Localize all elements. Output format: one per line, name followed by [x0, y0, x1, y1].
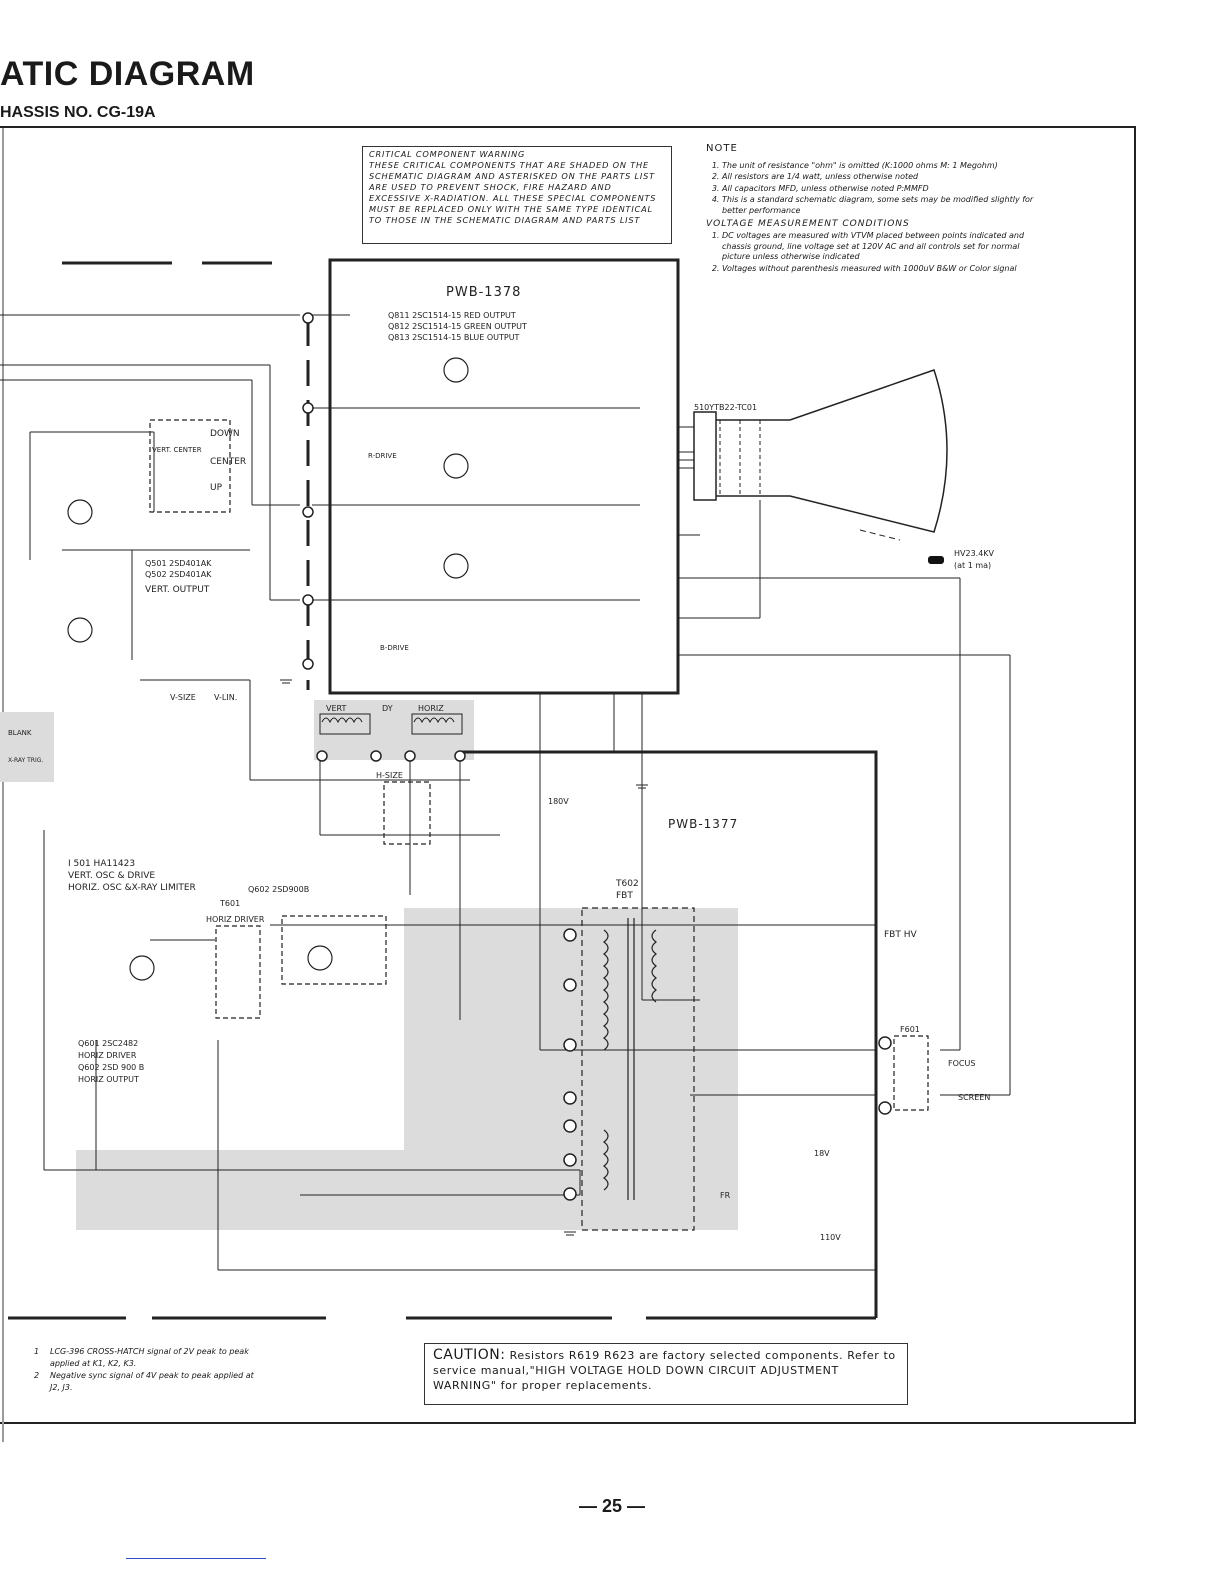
vert-label: VERT [326, 704, 347, 713]
v-size-label: V-SIZE [170, 693, 196, 702]
caution-box: CAUTION: Resistors R619 R623 are factory… [424, 1343, 908, 1405]
shaded-critical-areas [0, 700, 738, 1230]
fr-label: FR [720, 1191, 731, 1200]
hv-label: HV23.4KV [954, 549, 995, 558]
b-drive-label: B-DRIVE [380, 644, 409, 652]
voltage-item: DC voltages are measured with VTVM place… [722, 231, 1036, 263]
focus-label: FOCUS [948, 1059, 975, 1068]
transistor-symbols [67, 357, 469, 981]
f601-label: F601 [900, 1025, 920, 1034]
shade-zd601 [76, 1150, 406, 1230]
pwb-1377-label: PWB-1377 [668, 817, 738, 831]
fbt-hv-label: FBT HV [884, 930, 917, 940]
warning-heading: CRITICAL COMPONENT WARNING [369, 149, 526, 159]
notes-list: The unit of resistance "ohm" is omitted … [706, 161, 1036, 217]
q813-legend: Q813 2SC1514-15 BLUE OUTPUT [388, 333, 520, 342]
t601-label: T601 [219, 899, 240, 908]
screen-label: SCREEN [958, 1093, 990, 1102]
notes-heading: NOTE [706, 143, 738, 154]
footer-link-underline [126, 1558, 266, 1559]
q601-legend: Q601 2SC2482 [78, 1039, 138, 1048]
note-item: The unit of resistance "ohm" is omitted … [722, 161, 1036, 172]
crt-icon [693, 369, 948, 564]
board-dashes [8, 261, 876, 1320]
q502-legend: Q502 2SD401AK [145, 570, 212, 579]
page-edge [2, 128, 4, 1442]
voltage-heading: VOLTAGE MEASUREMENT CONDITIONS [706, 218, 910, 229]
crt-label: 510YTB22-TC01 [694, 403, 757, 412]
diagram-frame [0, 126, 1136, 1424]
shade-dy [314, 700, 474, 760]
vert-center-label: VERT. CENTER [152, 446, 202, 454]
dy-label: DY [382, 704, 393, 713]
note-item: All resistors are 1/4 watt, unless other… [722, 172, 1036, 183]
ic501-function-2: HORIZ. OSC &X-RAY LIMITER [68, 883, 196, 893]
voltage-list: DC voltages are measured with VTVM place… [706, 231, 1036, 274]
horiz-driver-legend: HORIZ DRIVER [78, 1051, 137, 1060]
18v-label: 18V [814, 1149, 830, 1158]
ground-symbols [280, 679, 648, 1236]
fbt-transformer [149, 419, 929, 1231]
hv-sub-label: (at 1 ma) [954, 561, 991, 570]
horiz-output-legend: HORIZ OUTPUT [78, 1075, 139, 1084]
v-lin-label: V-LIN. [214, 693, 237, 702]
xray-label: X-RAY TRIG. [8, 757, 43, 764]
note-item: This is a standard schematic diagram, so… [722, 195, 1036, 216]
blank-label: BLANK [8, 729, 32, 737]
caution-label: CAUTION: [433, 1347, 506, 1363]
r-drive-label: R-DRIVE [368, 452, 397, 460]
q602-legend-2: Q602 2SD 900 B [78, 1063, 144, 1072]
pwb-1378-label: PWB-1378 [446, 285, 521, 300]
q811-legend: Q811 2SC1514-15 RED OUTPUT [388, 311, 516, 320]
q812-legend: Q812 2SC1514-15 GREEN OUTPUT [388, 322, 527, 331]
h-size-label: H-SIZE [376, 771, 403, 780]
center-label: CENTER [210, 457, 246, 467]
q602-legend: Q602 2SD900B [248, 885, 309, 894]
pwb-1378-box [328, 258, 680, 695]
shade-ic [0, 712, 54, 782]
wiring [0, 314, 1011, 1271]
voltage-item: Voltages without parenthesis measured wi… [722, 264, 1036, 275]
page-title: ATIC DIAGRAM [0, 55, 255, 93]
warning-body: THESE CRITICAL COMPONENTS THAT ARE SHADE… [369, 160, 657, 225]
vert-output-legend: VERT. OUTPUT [145, 585, 210, 595]
caution-text: Resistors R619 R623 are factory selected… [433, 1349, 896, 1392]
up-label: UP [210, 483, 223, 493]
180v-label: 180V [548, 797, 569, 806]
notes-panel: NOTE The unit of resistance "ohm" is omi… [706, 143, 1036, 277]
ic501-legend: I 501 HA11423 [68, 859, 135, 869]
chassis-number: HASSIS NO. CG-19A [0, 104, 156, 121]
connector-terminals [302, 312, 892, 1201]
110v-label: 110V [820, 1233, 841, 1242]
horiz-label: HORIZ [418, 704, 444, 713]
pwb-1377-box [462, 750, 878, 1318]
page-number: — 25 — [578, 1496, 646, 1516]
horiz-driver-label: HORIZ DRIVER [206, 915, 265, 924]
q501-legend: Q501 2SD401AK [145, 559, 212, 568]
t602-label: T602 [615, 879, 639, 889]
note-item: All capacitors MFD, unless otherwise not… [722, 184, 1036, 195]
down-label: DOWN [210, 429, 240, 439]
shade-fbt [404, 908, 738, 1230]
ic501-function-1: VERT. OSC & DRIVE [68, 871, 155, 881]
fbt-label: FBT [616, 891, 633, 901]
critical-component-warning: CRITICAL COMPONENT WARNING THESE CRITICA… [362, 146, 672, 244]
deflection-yoke [319, 713, 463, 735]
